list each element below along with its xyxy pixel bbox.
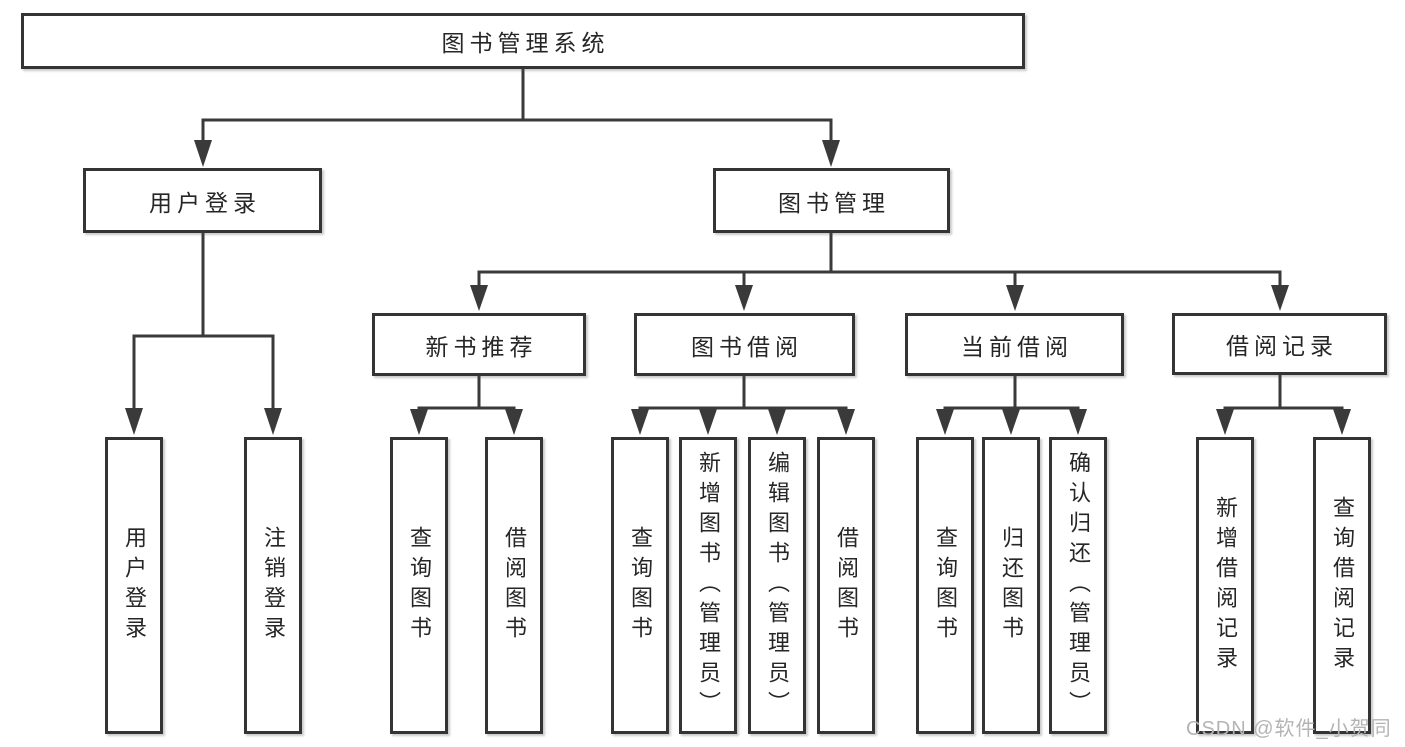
leaf-add-borrow-record: 新增借阅记录 (1196, 437, 1254, 734)
leaf-return-books: 归还图书 (982, 437, 1040, 734)
leaf-user-login: 用户登录 (105, 437, 163, 734)
node-library-management-system: 图书管理系统 (21, 13, 1025, 69)
node-current-borrowing: 当前借阅 (905, 313, 1124, 376)
node-book-management: 图书管理 (713, 168, 950, 233)
leaf-confirm-return-admin: 确认归还（管理员） (1049, 437, 1107, 734)
leaf-logout-login: 注销登录 (244, 437, 302, 734)
leaf-query-books-borrowing: 查询图书 (611, 437, 669, 734)
node-book-borrowing: 图书借阅 (634, 313, 855, 376)
leaf-add-books-admin: 新增图书（管理员） (679, 437, 737, 734)
leaf-query-books-current: 查询图书 (916, 437, 974, 734)
node-new-book-recommendation: 新书推荐 (372, 313, 586, 376)
csdn-watermark: CSDN @软件_小贺同学 (1186, 718, 1392, 740)
leaf-query-borrow-record: 查询借阅记录 (1313, 437, 1371, 734)
node-user-login: 用户登录 (83, 168, 322, 233)
leaf-edit-books-admin: 编辑图书（管理员） (748, 437, 806, 734)
leaf-borrow-books-borrowing: 借阅图书 (817, 437, 875, 734)
leaf-borrow-books-recommend: 借阅图书 (485, 437, 543, 734)
node-borrowing-records: 借阅记录 (1172, 313, 1387, 375)
leaf-query-books-recommend: 查询图书 (390, 437, 448, 734)
